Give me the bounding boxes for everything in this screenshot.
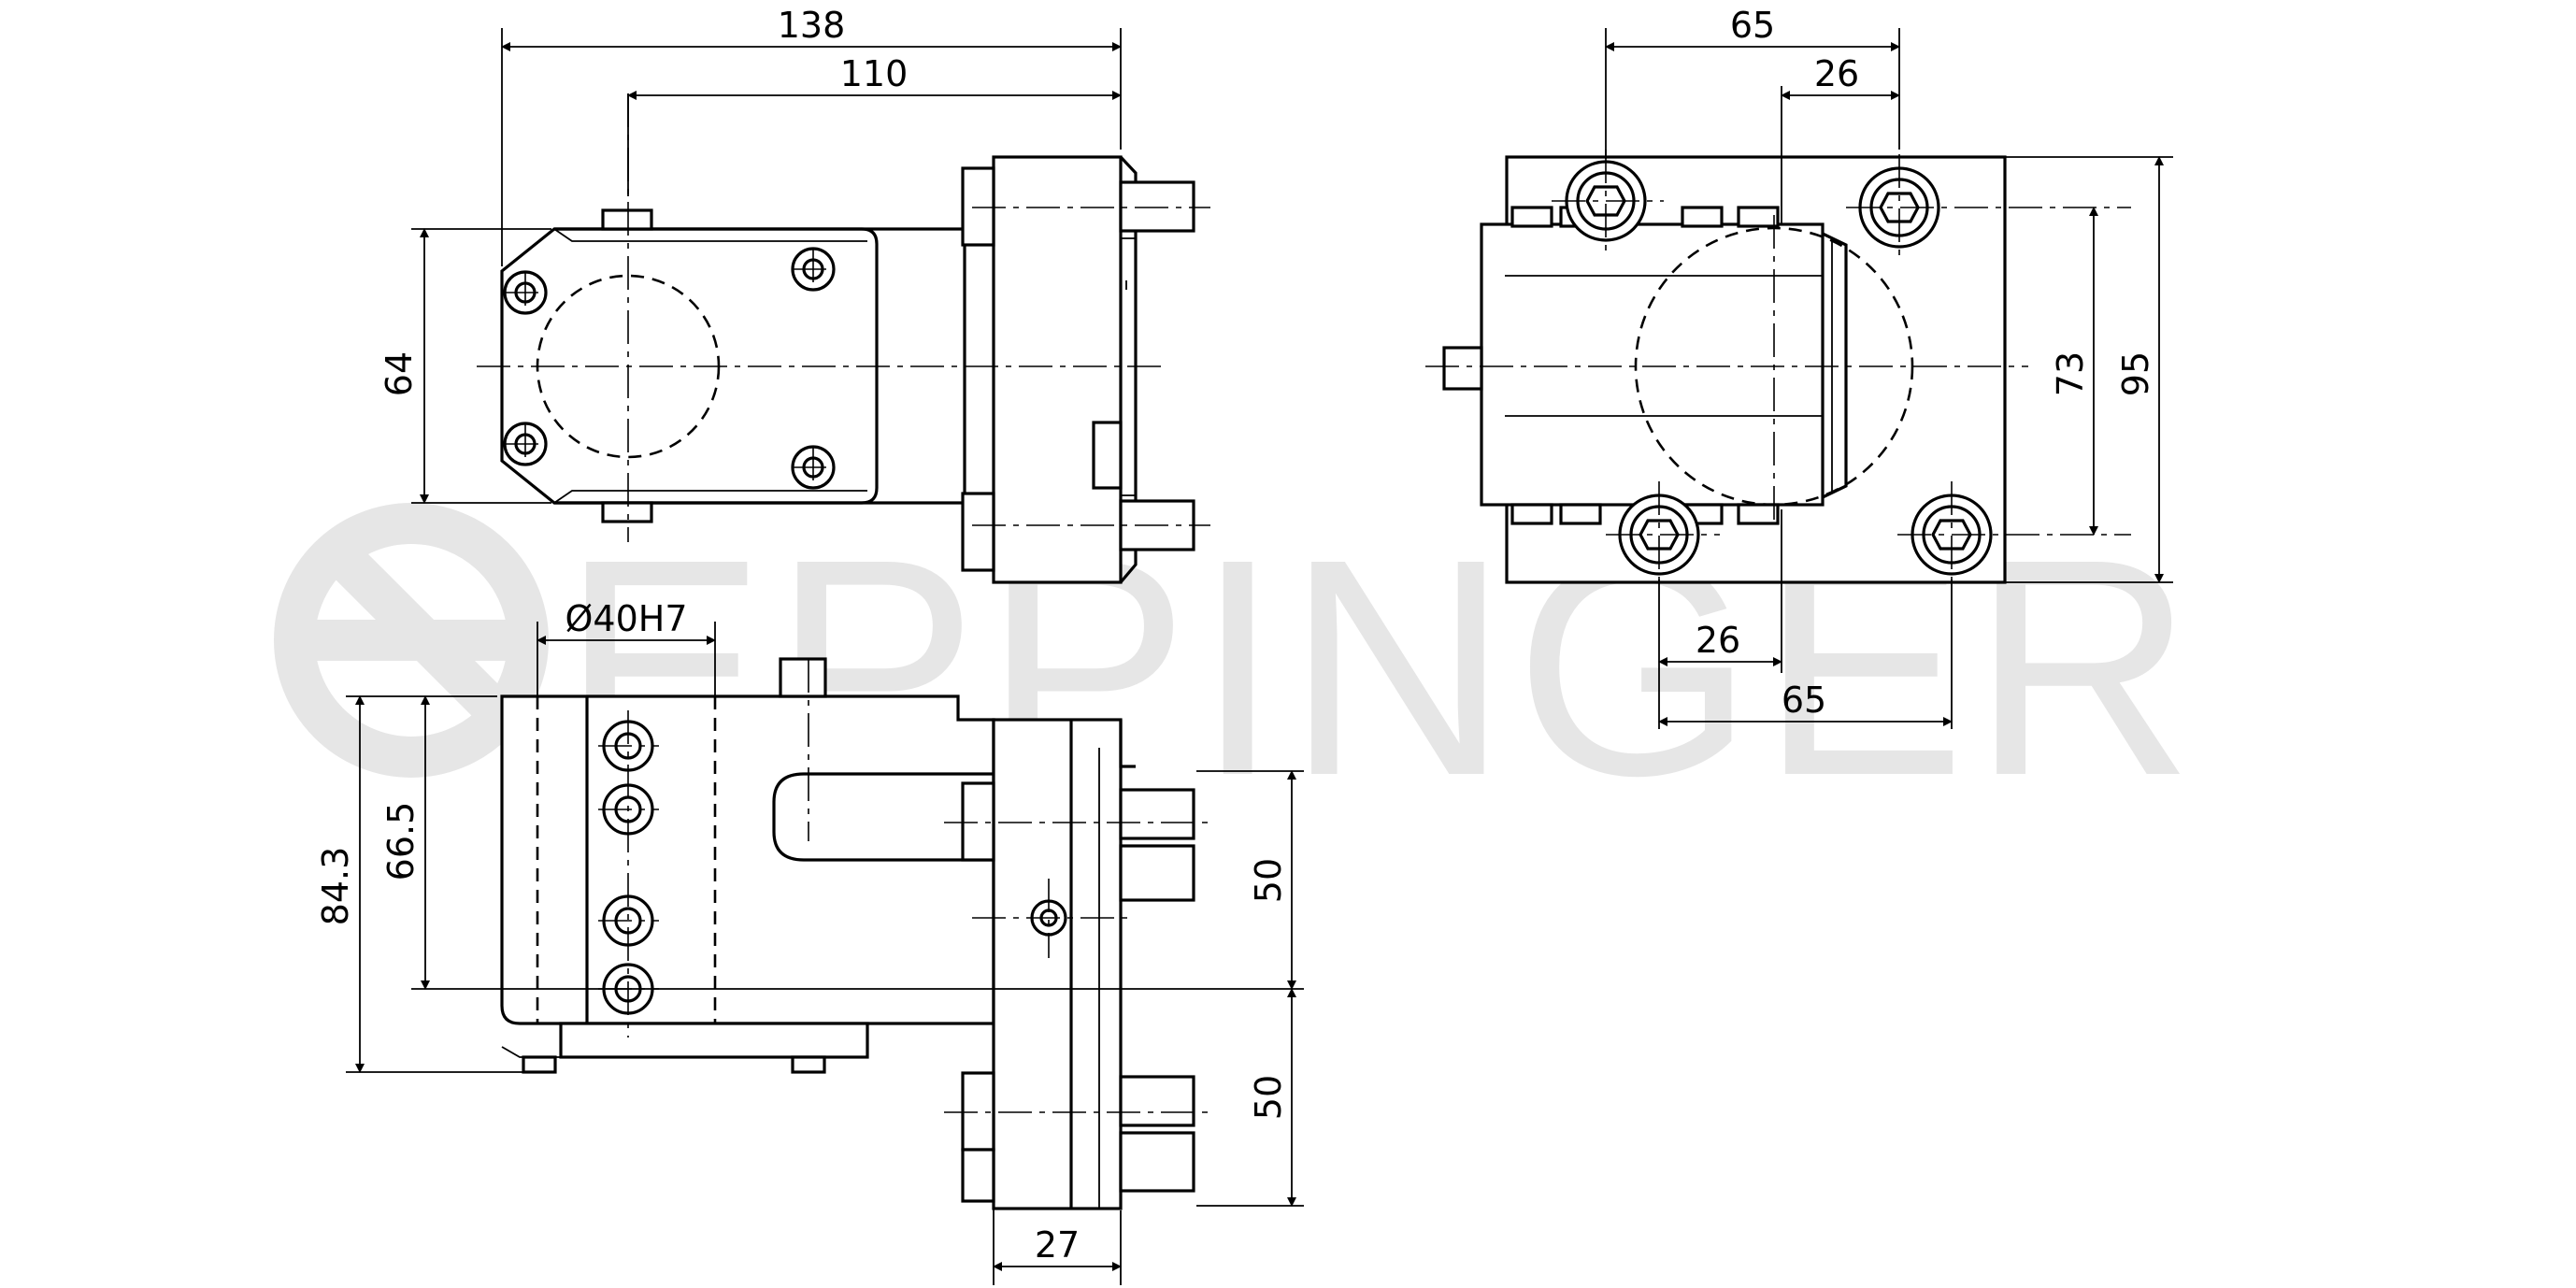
dim-bore-diameter: Ø40H7 bbox=[565, 598, 687, 639]
dim-height-axis: 66.5 bbox=[380, 802, 422, 881]
eppinger-logo-icon bbox=[274, 503, 549, 778]
dim-width-bottom: 65 bbox=[1782, 680, 1826, 721]
bottom-flange bbox=[992, 718, 1123, 1210]
top-right-view: 65 26 73 95 26 65 bbox=[1425, 5, 2173, 729]
dim-offset-bottom: 26 bbox=[1696, 620, 1740, 661]
top-right-insert bbox=[1480, 222, 1825, 507]
dim-height-outer: 95 bbox=[2115, 351, 2156, 396]
dim-bore-offset: 110 bbox=[840, 53, 909, 94]
dim-height: 64 bbox=[379, 351, 420, 396]
slot bbox=[772, 772, 995, 862]
dim-overall-length: 138 bbox=[778, 5, 846, 46]
dim-height-inner: 73 bbox=[2050, 351, 2091, 396]
dim-height-overall: 84.3 bbox=[315, 847, 356, 926]
dim-flange-width: 27 bbox=[1035, 1224, 1080, 1266]
top-left-view: 138 110 64 bbox=[379, 5, 1210, 584]
dim-spacing-upper: 50 bbox=[1248, 858, 1289, 903]
dim-width-top: 65 bbox=[1730, 5, 1775, 46]
dim-offset-top: 26 bbox=[1814, 53, 1859, 94]
bottom-view: Ø40H7 84.3 66.5 50 50 27 bbox=[315, 598, 1304, 1285]
dim-spacing-lower: 50 bbox=[1248, 1075, 1289, 1120]
top-left-flange bbox=[992, 155, 1123, 584]
